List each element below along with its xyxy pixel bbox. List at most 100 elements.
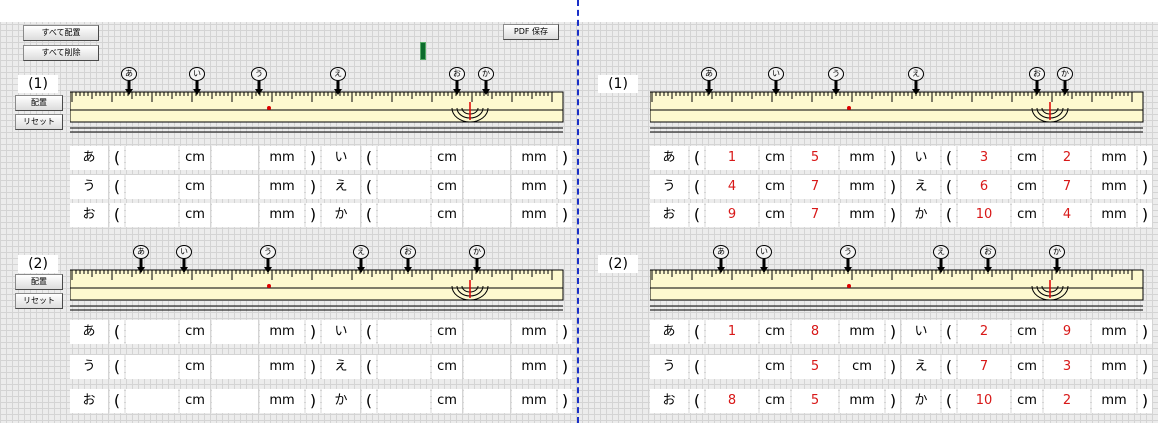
marker-right-q2-6[interactable]: か [1049, 245, 1065, 273]
marker-bubble: か [1057, 67, 1073, 81]
point-label: え [322, 175, 360, 199]
marker-left-q2-2[interactable]: い [176, 245, 192, 273]
marker-left-q1-3[interactable]: う [251, 67, 267, 95]
marker-bubble: お [1029, 67, 1045, 81]
cm-value-field: 9 [706, 203, 758, 227]
marker-right-q2-2[interactable]: い [756, 245, 772, 273]
marker-right-q2-1[interactable]: あ [713, 245, 729, 273]
marker-left-q1-1[interactable]: あ [121, 67, 137, 95]
marker-bubble: お [449, 67, 465, 81]
reset-button-q2[interactable]: リセット [15, 293, 63, 309]
marker-bubble: か [478, 67, 494, 81]
cm-value-field: 7 [958, 355, 1010, 379]
cm-value-field [378, 146, 430, 170]
cm-value-field [126, 146, 178, 170]
mm-unit: mm [1092, 355, 1136, 379]
marker-left-q2-4[interactable]: え [353, 245, 369, 273]
open-paren: ( [942, 175, 956, 199]
open-paren: ( [942, 320, 956, 344]
mm-value-field: 7 [792, 203, 838, 227]
cm-unit: cm [1012, 203, 1042, 227]
open-paren: ( [110, 320, 124, 344]
marker-left-q1-6[interactable]: か [478, 67, 494, 95]
mm-value-field: 2 [1044, 146, 1090, 170]
cm-value-field [126, 320, 178, 344]
delete-all-button[interactable]: すべて削除 [23, 45, 99, 61]
marker-bubble: か [469, 245, 485, 259]
reset-button-q1[interactable]: リセット [15, 114, 63, 130]
mm-value-field: 5 [792, 389, 838, 413]
cm-value-field: 4 [706, 175, 758, 199]
open-paren: ( [362, 203, 376, 227]
marker-left-q1-5[interactable]: お [449, 67, 465, 95]
marker-right-q2-4[interactable]: え [933, 245, 949, 273]
point-label: う [70, 355, 108, 379]
open-paren: ( [690, 203, 704, 227]
marker-bubble: あ [713, 245, 729, 259]
marker-left-q1-4[interactable]: え [330, 67, 346, 95]
marker-left-q2-3[interactable]: う [260, 245, 276, 273]
marker-left-q2-6[interactable]: か [469, 245, 485, 273]
point-label: お [650, 389, 688, 413]
marker-right-q2-3[interactable]: う [840, 245, 856, 273]
marker-bubble: え [908, 67, 924, 81]
close-paren: ) [1138, 175, 1152, 199]
cm-unit: cm [180, 203, 210, 227]
marker-right-q1-5[interactable]: お [1029, 67, 1045, 95]
open-paren: ( [362, 389, 376, 413]
marker-left-q2-5[interactable]: お [400, 245, 416, 273]
marker-right-q2-5[interactable]: お [980, 245, 996, 273]
close-paren: ) [306, 146, 320, 170]
place-all-button[interactable]: すべて配置 [23, 25, 99, 41]
open-paren: ( [110, 175, 124, 199]
mm-value-field [212, 389, 258, 413]
close-paren: ) [886, 203, 900, 227]
cm-unit: cm [180, 320, 210, 344]
marker-right-q1-3[interactable]: う [828, 67, 844, 95]
cm-value-field: 6 [958, 175, 1010, 199]
mm-unit: mm [512, 355, 556, 379]
cm-value-field: 10 [958, 203, 1010, 227]
mm-unit: mm [840, 389, 884, 413]
mm-unit: mm [260, 146, 304, 170]
place-button-q1[interactable]: 配置 [15, 95, 63, 111]
point-label: う [650, 355, 688, 379]
mm-unit: mm [840, 175, 884, 199]
close-paren: ) [558, 146, 572, 170]
marker-bubble: あ [121, 67, 137, 81]
pdf-save-button[interactable]: PDF 保存 [503, 24, 559, 40]
place-button-q2[interactable]: 配置 [15, 274, 63, 290]
ruler-q1-left [70, 90, 564, 138]
close-paren: ) [306, 203, 320, 227]
mm-value-field [212, 355, 258, 379]
cm-unit: cm [1012, 146, 1042, 170]
marker-right-q1-4[interactable]: え [908, 67, 924, 95]
marker-bubble: い [176, 245, 192, 259]
cm-unit: cm [432, 320, 462, 344]
mm-value-field [212, 320, 258, 344]
open-paren: ( [110, 203, 124, 227]
close-paren: ) [558, 355, 572, 379]
marker-bubble: あ [133, 245, 149, 259]
cm-unit: cm [1012, 355, 1042, 379]
point-label: お [70, 389, 108, 413]
marker-left-q2-1[interactable]: あ [133, 245, 149, 273]
marker-right-q1-6[interactable]: か [1057, 67, 1073, 95]
mm-value-field [464, 389, 510, 413]
point-label: あ [70, 320, 108, 344]
marker-left-q1-2[interactable]: い [189, 67, 205, 95]
mm-unit: mm [260, 320, 304, 344]
cm-unit: cm [432, 355, 462, 379]
point-label: え [902, 355, 940, 379]
mm-value-field [212, 203, 258, 227]
marker-right-q1-2[interactable]: い [768, 67, 784, 95]
marker-right-q1-1[interactable]: あ [701, 67, 717, 95]
mm-value-field: 7 [1044, 175, 1090, 199]
ruler-graphic [650, 269, 1144, 311]
cm-unit: cm [180, 175, 210, 199]
cm-unit: cm [432, 146, 462, 170]
